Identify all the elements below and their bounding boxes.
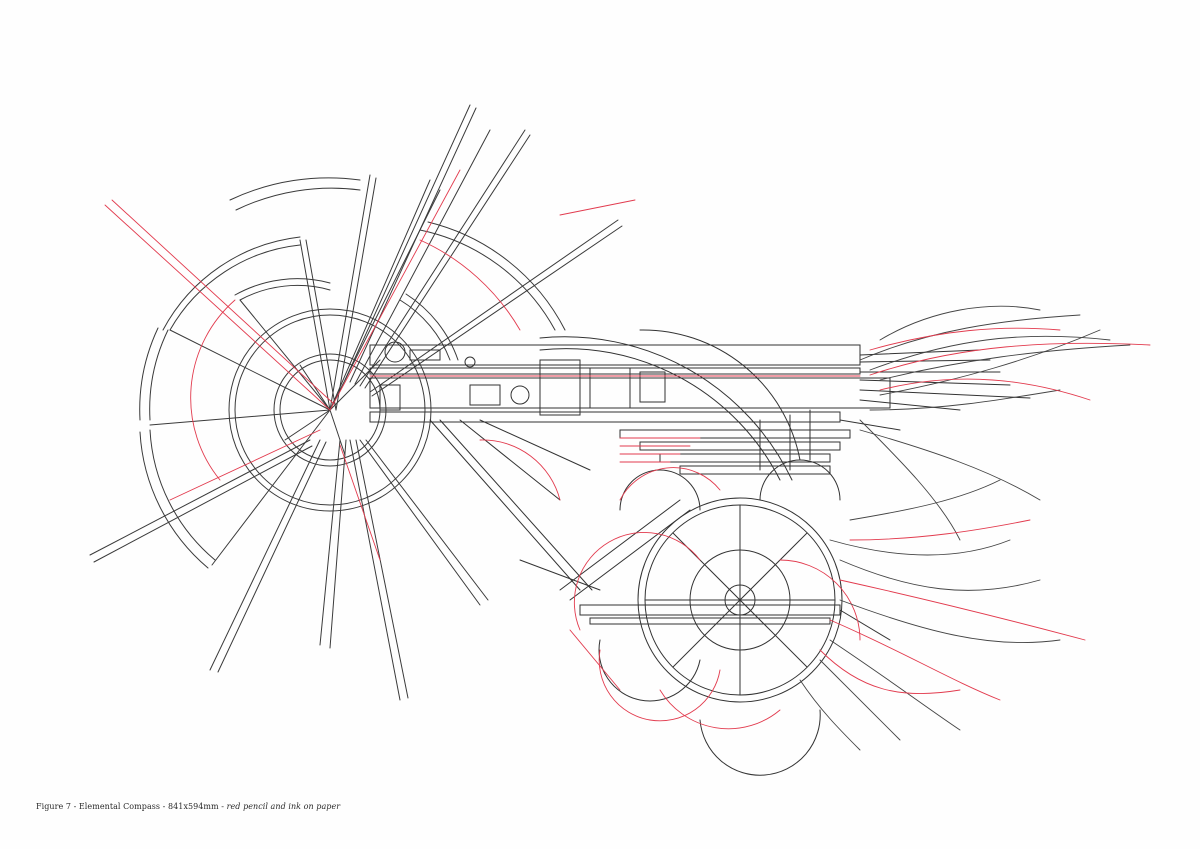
lower-right-red-tendrils [819, 519, 1086, 701]
upper-right-tendrils [859, 305, 1131, 541]
caption-medium: red pencil and ink on paper [226, 802, 341, 811]
left-compass-disc [89, 104, 623, 701]
right-gear-wheel [519, 459, 891, 776]
central-red-lines [369, 375, 861, 501]
artwork-drawing [89, 104, 1151, 776]
left-compass-red-lines [104, 169, 636, 561]
figure-caption: Figure 7 - Elemental Compass - 841x594mm… [36, 802, 340, 811]
central-shaft [369, 329, 1031, 601]
lower-right-tendrils [799, 479, 1061, 751]
upper-right-red-tendrils [869, 327, 1151, 401]
right-gear-red-lines [569, 467, 861, 730]
caption-text: Figure 7 - Elemental Compass - 841x594mm… [36, 802, 227, 811]
